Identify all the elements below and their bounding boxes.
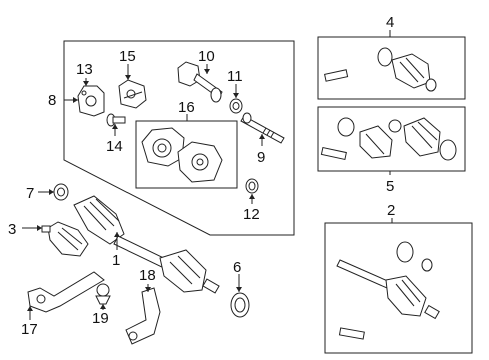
part-19-ball-joint xyxy=(95,283,111,305)
part-14-bolt xyxy=(106,113,126,127)
part-13-bracket xyxy=(77,85,105,117)
part-17-bracket xyxy=(27,271,105,313)
callout-6: 6 xyxy=(233,259,241,276)
callout-1: 1 xyxy=(112,252,120,269)
part-18-arm xyxy=(125,287,161,345)
part-5-boot-kit xyxy=(320,117,457,161)
callout-9: 9 xyxy=(257,149,265,166)
callout-11: 11 xyxy=(227,68,243,85)
part-2-shaft-assembly xyxy=(336,241,440,340)
part-7-seal xyxy=(53,183,69,201)
part-3-outer-joint xyxy=(41,221,89,257)
boot-kit-frame-4 xyxy=(317,36,466,100)
callout-3: 3 xyxy=(8,221,16,238)
callout-7: 7 xyxy=(26,185,34,202)
part-4-boot-kit xyxy=(324,47,437,92)
callout-16: 16 xyxy=(178,99,195,116)
callout-8: 8 xyxy=(48,92,56,109)
callout-18: 18 xyxy=(139,267,156,284)
main-assembly-frame xyxy=(63,40,295,236)
callout-12: 12 xyxy=(243,206,260,223)
part-15-bracket xyxy=(118,79,147,109)
callout-13: 13 xyxy=(76,61,93,78)
boot-kit-frame-5 xyxy=(317,106,466,172)
callout-19: 19 xyxy=(92,310,109,327)
part-9-shaft xyxy=(240,112,285,144)
callout-4: 4 xyxy=(386,14,394,31)
leader-arrowheads xyxy=(27,69,265,311)
part-10-flange-shaft xyxy=(177,61,223,103)
part-11-bearing xyxy=(229,98,243,114)
callout-14: 14 xyxy=(106,138,123,155)
callout-5: 5 xyxy=(386,178,394,195)
part-6-seal xyxy=(230,292,250,318)
shaft-frame-2 xyxy=(324,222,473,354)
part-1-drive-shaft xyxy=(73,195,220,294)
callout-17: 17 xyxy=(21,321,38,338)
callout-15: 15 xyxy=(119,48,136,65)
part-16-differential-case xyxy=(141,127,223,183)
callout-2: 2 xyxy=(387,202,395,219)
part-12-seal xyxy=(245,178,259,194)
callout-10: 10 xyxy=(198,48,215,65)
